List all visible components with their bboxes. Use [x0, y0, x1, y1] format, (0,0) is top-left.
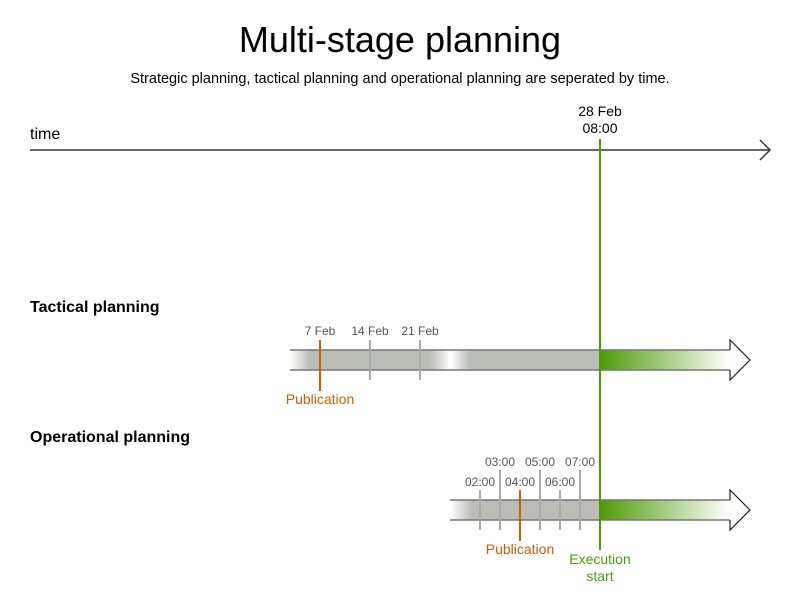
operational-publication-label: Publication	[486, 541, 555, 557]
tick-label: 02:00	[465, 475, 495, 489]
tick-label: 7 Feb	[305, 324, 336, 338]
tick-label: 14 Feb	[351, 324, 389, 338]
marker-time: 08:00	[582, 120, 617, 136]
tactical-bar	[290, 338, 751, 382]
marker-date: 28 Feb	[578, 103, 622, 119]
tick-label: 07:00	[565, 455, 595, 469]
tick-label: 03:00	[485, 455, 515, 469]
tactical-publication-label: Publication	[286, 391, 355, 407]
time-axis-label: time	[30, 126, 60, 143]
tick-label: 05:00	[525, 455, 555, 469]
operational-bar	[450, 488, 751, 532]
tick-label: 04:00	[505, 475, 535, 489]
execution-label-line2: start	[586, 568, 613, 584]
time-axis-arrowhead	[759, 139, 772, 161]
page-title: Multi-stage planning	[239, 19, 561, 60]
tactical-heading: Tactical planning	[30, 299, 160, 316]
execution-label-line1: Execution	[569, 551, 630, 567]
tick-label: 21 Feb	[401, 324, 439, 338]
tick-label: 06:00	[545, 475, 575, 489]
operational-heading: Operational planning	[30, 429, 190, 446]
subtitle: Strategic planning, tactical planning an…	[130, 71, 669, 87]
